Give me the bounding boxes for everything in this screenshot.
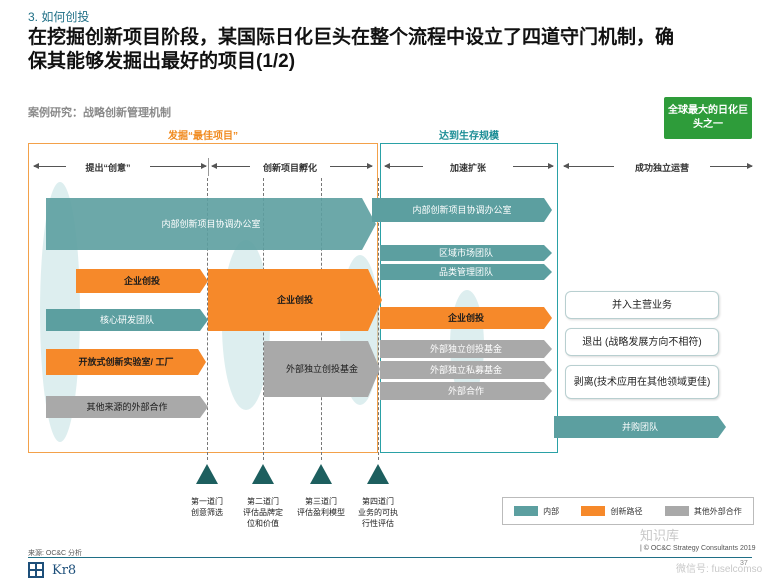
page-title-line1: 在挖掘创新项目阶段，某国际日化巨头在整个流程中设立了四道守门机制，确 <box>28 27 675 48</box>
stage-arrow-right <box>150 163 207 169</box>
legend-item-innovation: 创新路径 <box>581 506 642 517</box>
external-fund-label-1: 外部独立创投基金 <box>285 363 358 374</box>
regional-team-bar: 区域市场团队 <box>380 245 552 261</box>
gate-triangle-icon <box>196 464 218 484</box>
watermark-text-2: 微信号: fuselcomso <box>676 564 763 575</box>
phase-discover-label: 发掘“最佳项目” <box>168 131 238 142</box>
open-lab-bar: 开放式创新实验室/ 工厂 <box>46 349 206 375</box>
gate-label-3: 第三道门 评估盈利模型 <box>297 497 345 517</box>
acquire-team-bar: 并购团队 <box>554 416 726 438</box>
stage-arrow-left <box>563 163 614 169</box>
external-fund-label-2: 外部独立创投基金 <box>429 343 502 354</box>
grid-logo-icon <box>28 562 44 578</box>
stage-arrow-left <box>384 163 423 169</box>
external-pe-bar: 外部独立私募基金 <box>380 361 552 379</box>
external-fund-bar-1: 外部独立创投基金 <box>264 341 380 397</box>
external-pe-label: 外部独立私募基金 <box>429 364 502 375</box>
page-subtitle: 案例研究：战略创新管理机制 <box>28 107 171 119</box>
gate-triangle-icon <box>367 464 389 484</box>
external-coop-label: 外部合作 <box>447 385 484 396</box>
corporate-venture-bar-3: 企业创投 <box>380 307 552 329</box>
gate-label-1: 第一道门 创意筛选 <box>191 497 223 517</box>
legend-swatch-grey <box>664 506 689 516</box>
legend-item-internal: 内部 <box>514 506 559 517</box>
brand-logo: Kr8 <box>28 562 76 578</box>
phase-scale-label: 达到生存规模 <box>439 131 499 142</box>
legend-item-external: 其他外部合作 <box>664 506 742 517</box>
outcome-merge: 并入主营业务 <box>565 291 719 319</box>
stage-arrow-left <box>33 163 66 169</box>
stage-independent: 成功独立运营 <box>634 162 689 173</box>
corporate-venture-bar-2: 企业创投 <box>208 269 382 331</box>
outcome-spinoff: 剥离(技术应用在其他领域更佳) <box>565 365 719 399</box>
stage-incubation: 创新项目孵化 <box>262 162 317 173</box>
outcome-exit: 退出 (战略发展方向不相符) <box>565 328 719 356</box>
stage-arrow-left <box>211 163 250 169</box>
stage-arrow-right <box>330 163 373 169</box>
logo-text: Kr8 <box>52 562 77 578</box>
category-team-bar: 品类管理团队 <box>380 264 552 280</box>
gate-line <box>207 178 208 460</box>
core-rd-bar: 核心研发团队 <box>46 309 208 331</box>
other-partners-bar: 其他来源的外部合作 <box>46 396 208 418</box>
page-title-line2: 保其能够发掘出最好的项目(1/2) <box>28 51 296 72</box>
stage-arrow-right <box>513 163 554 169</box>
external-fund-bar-2: 外部独立创投基金 <box>380 340 552 358</box>
external-coop-bar: 外部合作 <box>380 382 552 400</box>
stage-arrow-right <box>710 163 753 169</box>
internal-office-bar-2: 内部创新项目协调办公室 <box>372 198 552 222</box>
stage-idea: 提出“创意” <box>85 162 131 173</box>
legend: 内部 创新路径 其他外部合作 <box>502 497 754 525</box>
page-number: 37 <box>740 560 748 567</box>
source-note: 来源: OC&C 分析 <box>28 550 83 557</box>
internal-office-bar: 内部创新项目协调办公室 <box>46 198 376 250</box>
watermark-text: 知识库 <box>640 528 680 543</box>
legend-swatch-teal <box>514 506 539 516</box>
gate-label-2: 第二道门 评估品牌定 位和价值 <box>243 497 283 528</box>
gate-line <box>378 178 379 460</box>
footer-rule <box>28 557 752 558</box>
legend-swatch-orange <box>581 506 606 516</box>
stage-acceleration: 加速扩张 <box>449 162 486 173</box>
gate-label-4: 第四道门 业务的可执 行性评估 <box>358 497 398 528</box>
other-partners-label: 其他来源的外部合作 <box>86 401 168 412</box>
stage-divider <box>208 158 209 176</box>
corporate-venture-bar-1: 企业创投 <box>76 269 208 293</box>
page-title: 在挖掘创新项目阶段，某国际日化巨头在整个流程中设立了四道守门机制，确 保其能够发… <box>28 26 758 74</box>
gate-triangle-icon <box>310 464 332 484</box>
company-badge: 全球最大的日化巨头之一 <box>664 97 752 139</box>
section-tag: 3. 如何创投 <box>28 10 90 24</box>
copyright-note: | © OC&C Strategy Consultants 2019 <box>640 545 756 552</box>
gate-triangle-icon <box>252 464 274 484</box>
